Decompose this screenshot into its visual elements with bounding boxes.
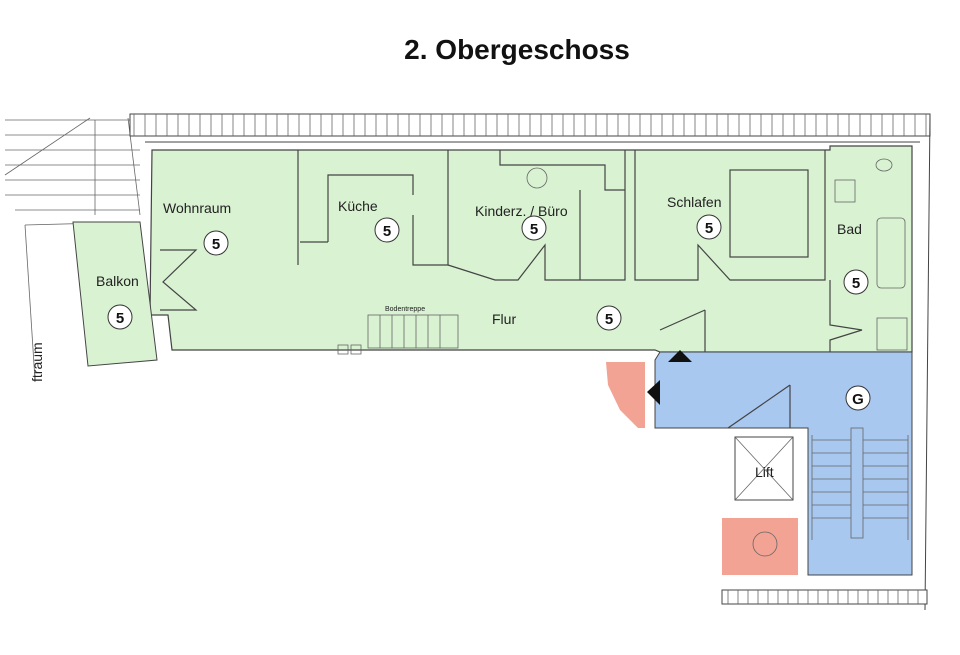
common-area [654, 351, 913, 576]
badge: 5 [530, 221, 538, 238]
exterior-wall [129, 113, 931, 611]
room-label-bad: Bad [837, 221, 862, 237]
apartment-area [149, 145, 913, 353]
badge: 5 [383, 223, 391, 240]
bath-fixtures [834, 158, 908, 351]
room-badges: 5 5 5 5 5 5 5 G [107, 214, 871, 411]
badge: 5 [605, 311, 613, 328]
room-label-balkon: Balkon [96, 273, 139, 289]
lift-label: Lift [755, 464, 774, 480]
floor-title: 2. Obergeschoss [404, 34, 630, 65]
badge: 5 [212, 236, 220, 253]
room-label-schlafen: Schlafen [667, 194, 721, 210]
shaft-2 [722, 518, 798, 575]
lift-shaft [734, 436, 794, 501]
shaft-1 [606, 362, 645, 428]
table-icon [526, 167, 548, 189]
badge: G [852, 391, 864, 408]
badge: 5 [116, 310, 124, 327]
room-label-flur: Flur [492, 311, 516, 327]
badge: 5 [852, 275, 860, 292]
room-label-wohnraum: Wohnraum [163, 200, 231, 216]
balcony-area [72, 221, 158, 367]
badge: 5 [705, 220, 713, 237]
attic-stair-label: Bodentreppe [385, 306, 425, 313]
entry-arrow-icon [668, 350, 692, 362]
main-stair [811, 427, 909, 540]
room-label-kueche: Küche [338, 198, 378, 214]
entry-arrow-icon [647, 380, 660, 405]
interior-walls [160, 150, 863, 429]
attic-stair [337, 314, 459, 355]
bottom-wall [721, 589, 928, 605]
side-label: ftraum [29, 342, 45, 382]
room-label-kinderzimmer: Kinderz. / Büro [475, 203, 568, 219]
